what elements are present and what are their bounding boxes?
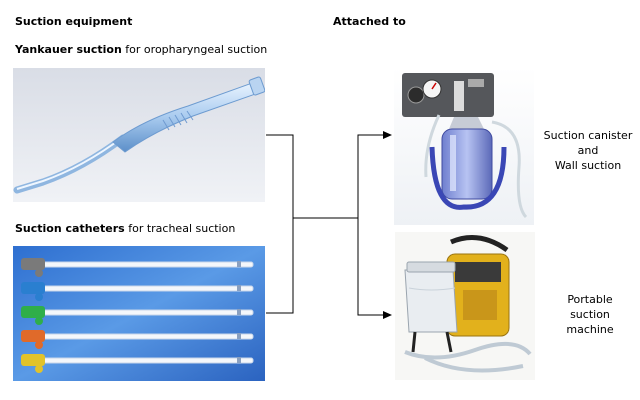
suction-equipment-heading: Suction equipment	[15, 15, 133, 28]
yankauer-suction-tip-icon	[13, 68, 265, 202]
attached-to-heading: Attached to	[333, 15, 406, 28]
arrow-to-portable-suction	[383, 311, 392, 319]
portable-suction-machine-icon	[395, 232, 535, 380]
suction-catheter-icon	[13, 246, 265, 381]
portable-caption-line-1: Portable	[567, 293, 613, 306]
catheter-row	[21, 258, 254, 277]
portable-suction-caption: Portable suction machine	[540, 292, 640, 337]
catheters-desc: for tracheal suction	[124, 222, 236, 235]
wall-caption-line-2: and	[577, 144, 599, 157]
wall-caption-line-1: Suction canister	[543, 129, 633, 142]
suction-catheters-image	[13, 246, 265, 381]
catheter-row	[21, 330, 254, 349]
wall-suction-caption: Suction canister and Wall suction	[538, 128, 638, 173]
yankauer-label: Yankauer suction for oropharyngeal sucti…	[15, 43, 267, 56]
wall-suction-image	[394, 67, 534, 225]
bracket-lines	[266, 134, 387, 316]
catheters-label: Suction catheters for tracheal suction	[15, 222, 235, 235]
portable-suction-image	[395, 232, 535, 380]
wall-caption-line-3: Wall suction	[554, 159, 622, 172]
portable-caption-line-3: machine	[566, 323, 614, 336]
left-bracket	[266, 134, 294, 314]
yankauer-desc: for oropharyngeal suction	[121, 43, 268, 56]
wall-suction-canister-icon	[394, 67, 534, 225]
portable-caption-line-2: suction	[570, 308, 610, 321]
catheters-name: Suction catheters	[15, 222, 125, 235]
catheter-row	[21, 354, 254, 373]
catheter-row	[21, 306, 254, 325]
yankauer-name: Yankauer suction	[15, 43, 122, 56]
right-bracket	[357, 134, 387, 316]
yankauer-suction-image	[13, 68, 265, 202]
arrow-to-wall-suction	[383, 131, 392, 139]
catheter-row	[21, 282, 254, 301]
